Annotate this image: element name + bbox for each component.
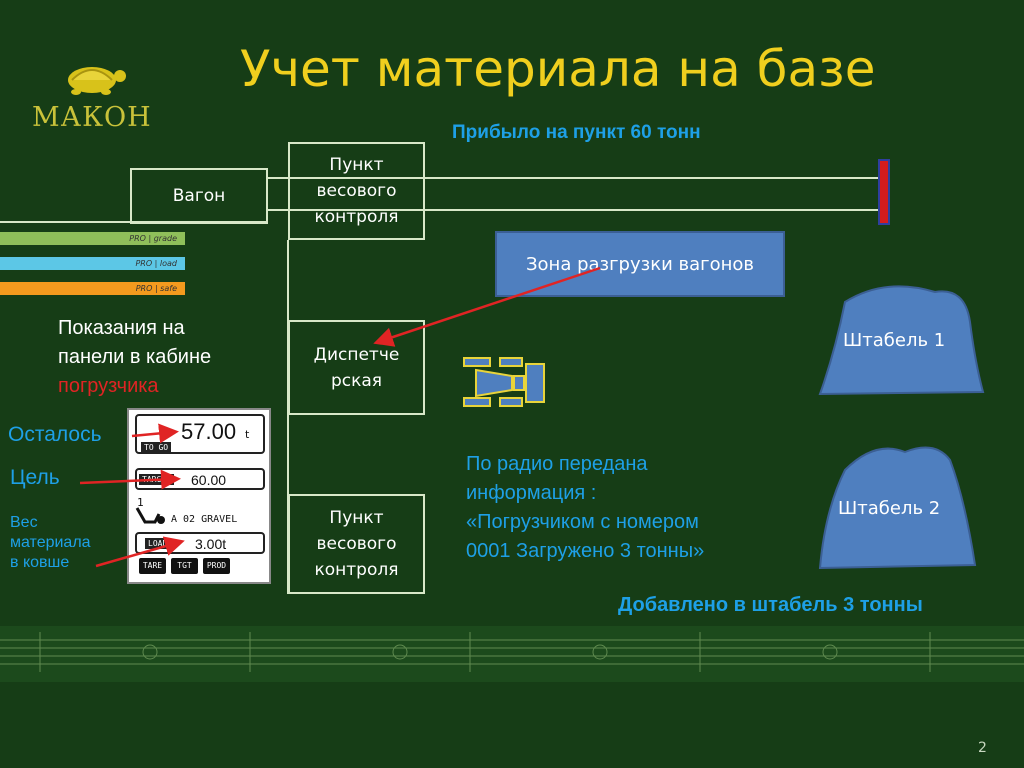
radio-line2: информация : bbox=[466, 482, 597, 504]
bucket-line1: Вес bbox=[10, 514, 38, 531]
dispatch-box: Диспетче рская bbox=[288, 320, 425, 415]
page-number: 2 bbox=[978, 740, 987, 756]
to-go-value: 57.00 bbox=[181, 419, 237, 444]
bucket-weight-label: Вес материала в ковше bbox=[10, 513, 91, 573]
turtle-logo-icon bbox=[68, 67, 126, 95]
wagon-label: Вагон bbox=[172, 186, 226, 206]
remaining-label: Осталось bbox=[8, 423, 102, 446]
target-button[interactable]: TGT bbox=[171, 558, 198, 574]
radio-line4: 0001 Загружено 3 тонны» bbox=[466, 540, 705, 562]
stack-1-label: Штабель 1 bbox=[843, 330, 946, 351]
panel-caption-line2: панели в кабине bbox=[58, 346, 212, 368]
cabin-display-panel: 57.00 t TO GO TARGET 60.00 1 A 02 GRAVEL… bbox=[127, 408, 271, 584]
radio-line1: По радио передана bbox=[466, 453, 648, 475]
bucket-icon bbox=[135, 507, 165, 524]
bucket-arrow bbox=[95, 536, 185, 568]
load-value: 3.00t bbox=[195, 536, 227, 552]
pro-grade-strip: PRO | grade bbox=[0, 232, 185, 245]
radio-message: По радио передана информация : «Погрузчи… bbox=[466, 450, 704, 566]
product-button[interactable]: PROD bbox=[203, 558, 230, 574]
pro-safe-strip: PRO | safe bbox=[0, 282, 185, 295]
weigh-top-line3: контроля bbox=[314, 207, 399, 227]
target-value: 60.00 bbox=[191, 472, 227, 488]
to-go-unit: t bbox=[245, 428, 250, 441]
bucket-line2: материала bbox=[10, 534, 91, 551]
tare-button[interactable]: TARE bbox=[139, 558, 166, 574]
radio-line3: «Погрузчиком с номером bbox=[466, 511, 699, 533]
decorative-band bbox=[0, 626, 1024, 682]
weigh-top-line2: весового bbox=[316, 181, 397, 201]
bucket-line3: в ковше bbox=[10, 554, 70, 571]
weigh-top-line1: Пункт bbox=[329, 155, 384, 175]
target-arrow bbox=[79, 469, 181, 490]
remaining-arrow bbox=[131, 423, 179, 444]
stack-2-shape bbox=[818, 446, 977, 570]
weigh-bottom-line3: контроля bbox=[314, 560, 399, 580]
weigh-point-top-box: Пункт весового контроля bbox=[288, 142, 425, 240]
added-text: Добавлено в штабель 3 тонны bbox=[618, 594, 923, 616]
dispatch-line2: рская bbox=[330, 370, 383, 391]
pro-load-strip: PRO | load bbox=[0, 257, 185, 270]
unload-to-dispatch-arrow bbox=[373, 266, 601, 347]
panel-caption-line1: Показания на bbox=[58, 317, 185, 339]
to-go-row: 57.00 t TO GO bbox=[135, 414, 265, 454]
logo-text: МАКОН bbox=[32, 102, 152, 133]
arrived-text: Прибыло на пункт 60 тонн bbox=[452, 122, 701, 143]
bucket-count: 1 bbox=[137, 496, 144, 509]
decorative-band-pattern bbox=[0, 632, 1024, 672]
slide-title: Учет материала на базе bbox=[240, 40, 876, 98]
stack-1-shape bbox=[818, 285, 985, 396]
load-row: LOAD 3.00t bbox=[135, 532, 265, 554]
target-label: Цель bbox=[10, 466, 60, 489]
weigh-point-bottom-box: Пункт весового контроля bbox=[288, 494, 425, 594]
stack-2-label: Штабель 2 bbox=[838, 498, 941, 519]
panel-caption-line3: погрузчика bbox=[58, 375, 159, 397]
loader-icon bbox=[463, 357, 545, 407]
material-line: A 02 GRAVEL bbox=[171, 514, 238, 525]
panel-caption: Показания на панели в кабине погрузчика bbox=[58, 314, 211, 401]
dispatch-line1: Диспетче bbox=[313, 344, 400, 365]
to-go-tag: TO GO bbox=[141, 442, 172, 453]
unload-zone-label: Зона разгрузки вагонов bbox=[526, 253, 754, 275]
weigh-bottom-line1: Пункт bbox=[329, 508, 384, 528]
load-tag: LOAD bbox=[145, 538, 171, 549]
weigh-bottom-line2: весового bbox=[316, 534, 397, 554]
wagon-box: Вагон bbox=[130, 168, 268, 224]
